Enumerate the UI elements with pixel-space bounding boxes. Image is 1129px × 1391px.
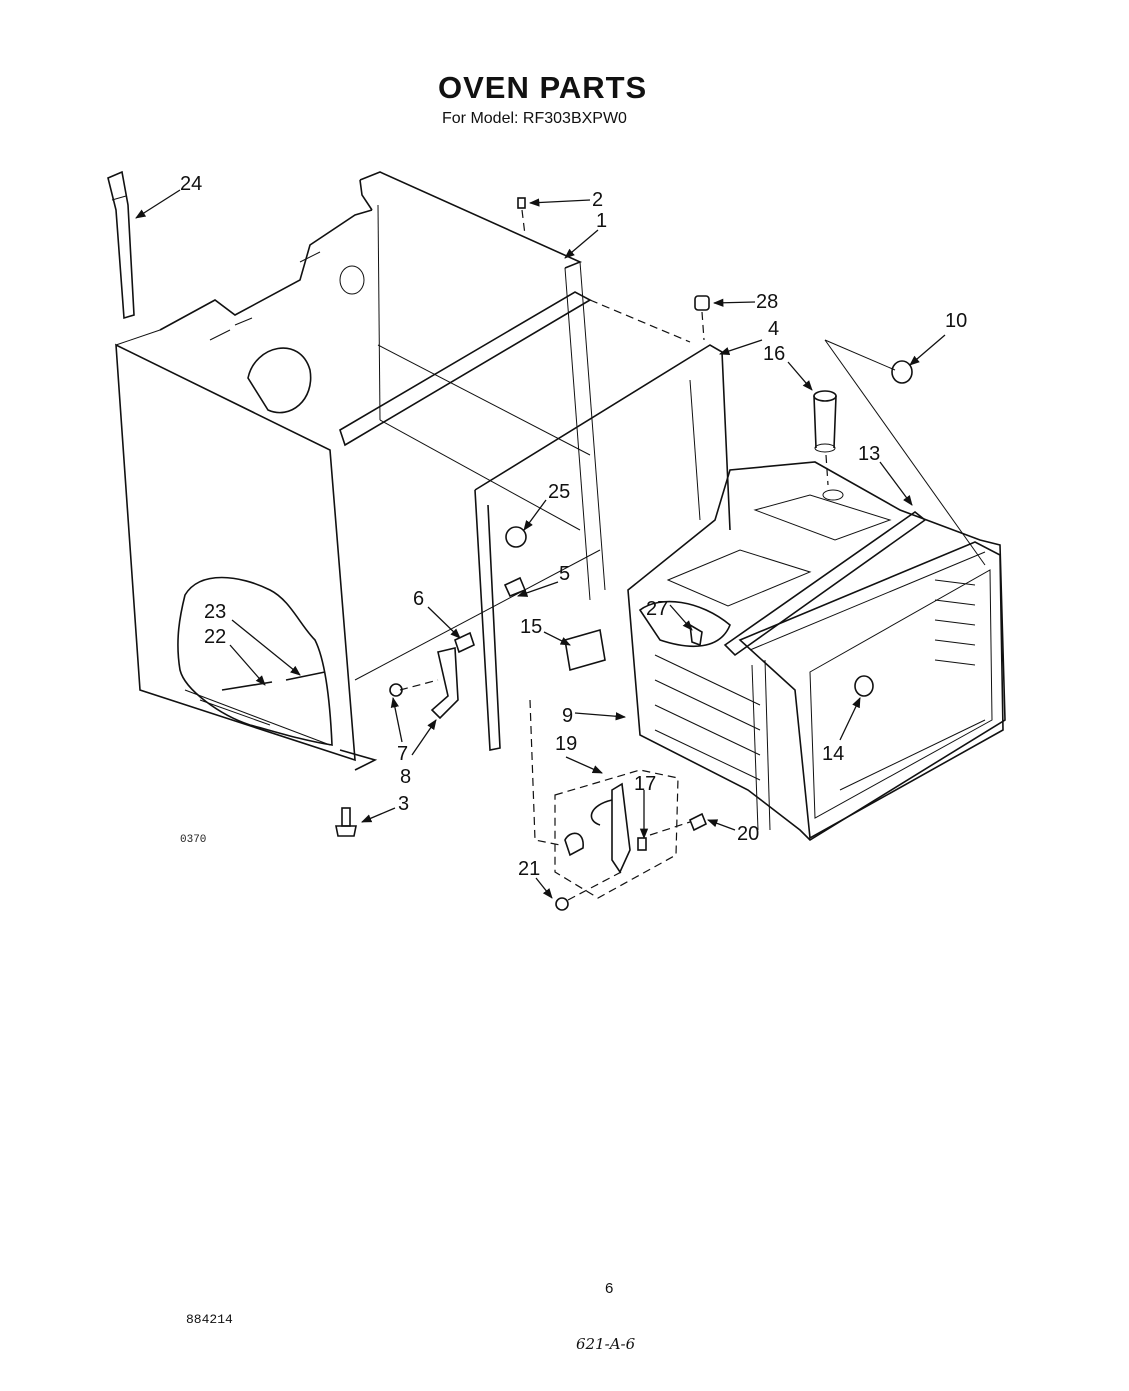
callout-21: 21	[518, 858, 540, 880]
callout-16: 16	[763, 343, 785, 365]
part-28-cap	[694, 295, 710, 341]
callout-4: 4	[768, 318, 779, 340]
callout-10: 10	[945, 310, 967, 332]
callout-13: 13	[858, 443, 880, 465]
drawing-code: 0370	[180, 834, 206, 846]
document-number: 884214	[186, 1312, 233, 1327]
latch-assembly	[529, 699, 708, 911]
callout-28: 28	[756, 291, 778, 313]
callout-19: 19	[555, 733, 577, 755]
callout-20: 20	[737, 823, 759, 845]
handwritten-note: 621-A-6	[576, 1335, 636, 1353]
part-2-screw	[517, 197, 526, 236]
part-8-hinge	[430, 647, 459, 720]
cabinet-body	[115, 171, 731, 771]
callout-15: 15	[520, 616, 542, 638]
callout-24: 24	[180, 173, 202, 195]
callout-3: 3	[398, 793, 409, 815]
part-27-clip	[638, 600, 731, 648]
callout-6: 6	[413, 588, 424, 610]
part-5-bracket	[503, 576, 527, 598]
oven-liner	[627, 461, 1006, 842]
callout-25: 25	[548, 481, 570, 503]
leader-arrows	[135, 189, 946, 899]
callout-17: 17	[634, 773, 656, 795]
callout-8: 8	[400, 766, 411, 788]
callout-14: 14	[822, 743, 844, 765]
part-15-bracket	[564, 628, 606, 672]
part-25-knob	[505, 526, 527, 548]
callout-23: 23	[204, 601, 226, 623]
callout-7: 7	[397, 743, 408, 765]
page-title: OVEN PARTS	[438, 70, 648, 105]
callout-5: 5	[559, 563, 570, 585]
cutaway-detail	[177, 576, 333, 746]
callout-labels: 24 2 1 28 4 16 10 13 25 5 15 27 6 23 22 …	[180, 173, 967, 880]
callout-9: 9	[562, 705, 573, 727]
part-10-plug	[891, 360, 913, 384]
part-24-strip	[107, 170, 135, 320]
part-16-vent-tube	[813, 390, 837, 486]
page-number: 6	[605, 1280, 614, 1297]
callout-1: 1	[596, 210, 607, 232]
model-subtitle: For Model: RF303BXPW0	[442, 110, 627, 127]
callout-2: 2	[592, 189, 603, 211]
callout-22: 22	[204, 626, 226, 648]
part-6-pin	[454, 631, 475, 654]
part-3-leveler	[335, 807, 357, 837]
callout-27: 27	[646, 598, 668, 620]
